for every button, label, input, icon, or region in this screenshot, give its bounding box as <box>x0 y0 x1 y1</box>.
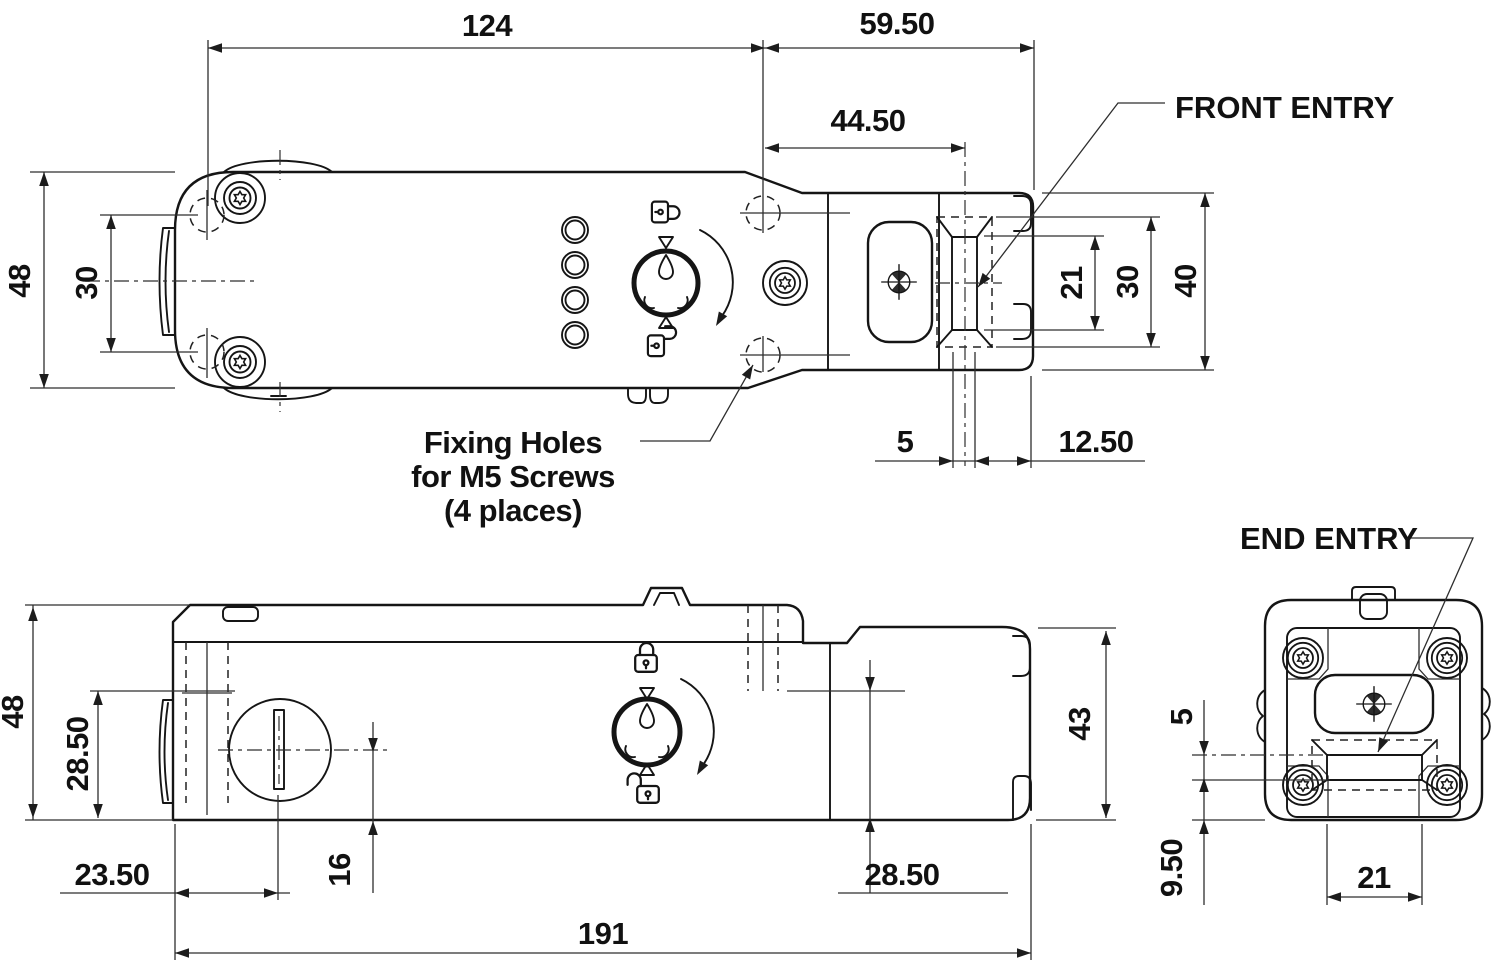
led-indicators <box>561 216 589 349</box>
front-entry-aperture <box>866 220 934 344</box>
dim-30-head: 30 <box>1110 265 1145 298</box>
target-symbol <box>881 264 917 300</box>
dim-43: 43 <box>1062 707 1097 741</box>
fixing-holes-callout: Fixing Holes for M5 Screws (4 places) <box>411 362 758 528</box>
dim-59-50: 59.50 <box>859 6 934 41</box>
front-entry-label: FRONT ENTRY <box>1175 90 1395 125</box>
dim-48-top: 48 <box>2 264 37 298</box>
end-target-symbol <box>1356 686 1392 722</box>
dim-30-holes: 30 <box>69 266 104 299</box>
dim-191: 191 <box>578 916 628 951</box>
top-view-dimensions: 124 59.50 44.50 48 30 21 30 40 5 12.50 <box>2 6 1214 468</box>
dim-28-50-left: 28.50 <box>60 716 95 791</box>
end-view <box>1256 586 1491 822</box>
dim-44-50: 44.50 <box>830 103 905 138</box>
fixing-holes-label-3: (4 places) <box>444 493 582 528</box>
dim-21-end: 21 <box>1357 860 1391 895</box>
dim-5-end: 5 <box>1164 708 1199 725</box>
side-view <box>158 586 1032 822</box>
rotary-release-dial <box>631 200 734 358</box>
fixing-hole <box>189 190 850 378</box>
dim-40: 40 <box>1168 264 1203 297</box>
top-view <box>85 142 1035 466</box>
lock-icon-side <box>634 641 658 673</box>
side-view-dimensions: 48 28.50 16 23.50 28.50 191 43 <box>0 604 1116 960</box>
bottom-tab <box>627 387 669 404</box>
dim-48-side: 48 <box>0 695 30 729</box>
dim-5-lip: 5 <box>897 424 914 459</box>
rotary-release-dial-side <box>611 641 715 804</box>
end-aperture <box>1313 673 1435 735</box>
front-entry-callout: FRONT ENTRY <box>974 90 1395 290</box>
end-entry-slot <box>1311 739 1438 791</box>
end-entry-callout: END ENTRY <box>1240 521 1474 754</box>
dim-28-50-right: 28.50 <box>864 857 939 892</box>
fixing-holes-label-1: Fixing Holes <box>424 425 602 460</box>
dim-21-slot: 21 <box>1054 266 1089 300</box>
fixing-holes-label-2: for M5 Screws <box>411 459 615 494</box>
end-side-plugs <box>1256 687 1491 743</box>
head-clip <box>1013 195 1032 340</box>
unlock-icon <box>646 325 678 358</box>
dim-23-50: 23.50 <box>74 857 149 892</box>
key-cylinder <box>218 698 390 802</box>
dim-9-50: 9.50 <box>1154 839 1189 897</box>
lock-icon <box>650 200 681 224</box>
end-torx-screws <box>1282 637 1468 806</box>
dim-12-50: 12.50 <box>1058 424 1133 459</box>
torx-screw <box>214 172 808 388</box>
dim-16: 16 <box>322 853 357 887</box>
dim-124: 124 <box>462 8 513 43</box>
conduit-plug-side <box>158 699 174 804</box>
mounting-tab <box>223 159 333 401</box>
end-view-dimensions: 5 9.50 21 <box>1154 700 1423 905</box>
end-entry-label: END ENTRY <box>1240 521 1418 556</box>
unlock-icon-side <box>626 772 660 804</box>
end-top-tab <box>1351 586 1396 601</box>
head-clip-side <box>1012 635 1032 821</box>
